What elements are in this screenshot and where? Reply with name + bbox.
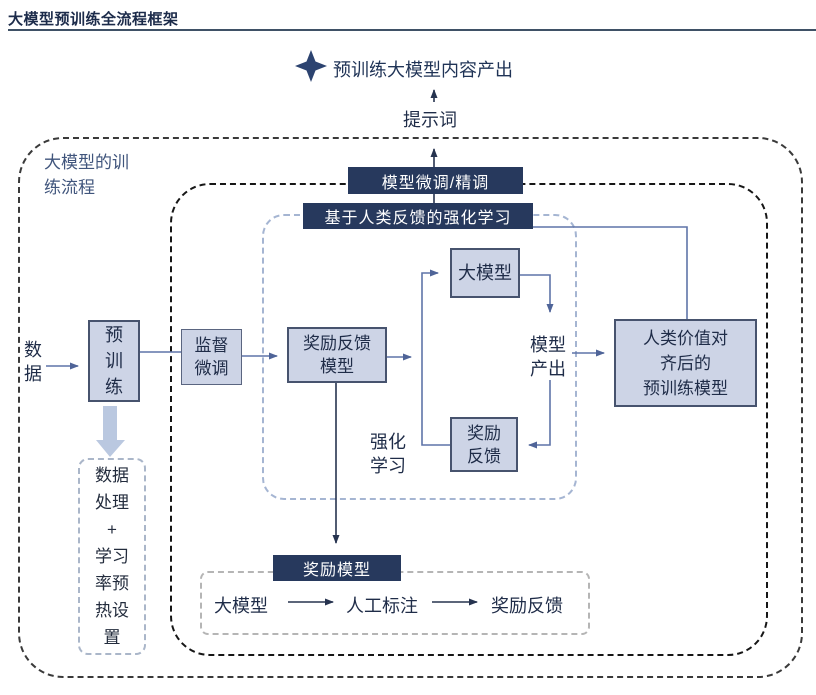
prep-settings-box: 数据 处理 + 学习 率预 热设 置 <box>78 458 146 655</box>
data-label: 数 据 <box>24 340 42 384</box>
output-label: 预训练大模型内容产出 <box>333 60 513 80</box>
node-large-model: 大模型 <box>450 248 520 298</box>
node-aligned-model: 人类价值对 齐后的 预训练模型 <box>614 319 757 407</box>
outer-frame-label: 大模型的训 练流程 <box>44 153 129 197</box>
page-title: 大模型预训练全流程框架 <box>8 11 179 28</box>
banner-rlhf: 基于人类反馈的强化学习 <box>303 203 533 229</box>
sparkle-icon <box>295 50 327 82</box>
rl-label: 强化 学习 <box>370 432 406 476</box>
node-pretrain: 预 训 练 <box>88 320 140 402</box>
title-underline <box>8 29 816 31</box>
node-reward-feedback-model: 奖励反馈 模型 <box>287 327 387 383</box>
node-reward-feedback: 奖励 反馈 <box>450 417 518 472</box>
banner-reward: 奖励模型 <box>273 555 401 581</box>
outer-training-frame <box>18 137 803 678</box>
model-output-label: 模型 产出 <box>530 335 566 379</box>
prompt-label: 提示词 <box>403 110 457 130</box>
bottom-item-human-annotation: 人工标注 <box>346 596 418 616</box>
bottom-item-large-model: 大模型 <box>214 596 268 616</box>
banner-finetune: 模型微调/精调 <box>348 167 523 194</box>
bottom-item-reward-feedback: 奖励反馈 <box>491 596 563 616</box>
node-sft: 监督 微调 <box>181 329 242 385</box>
